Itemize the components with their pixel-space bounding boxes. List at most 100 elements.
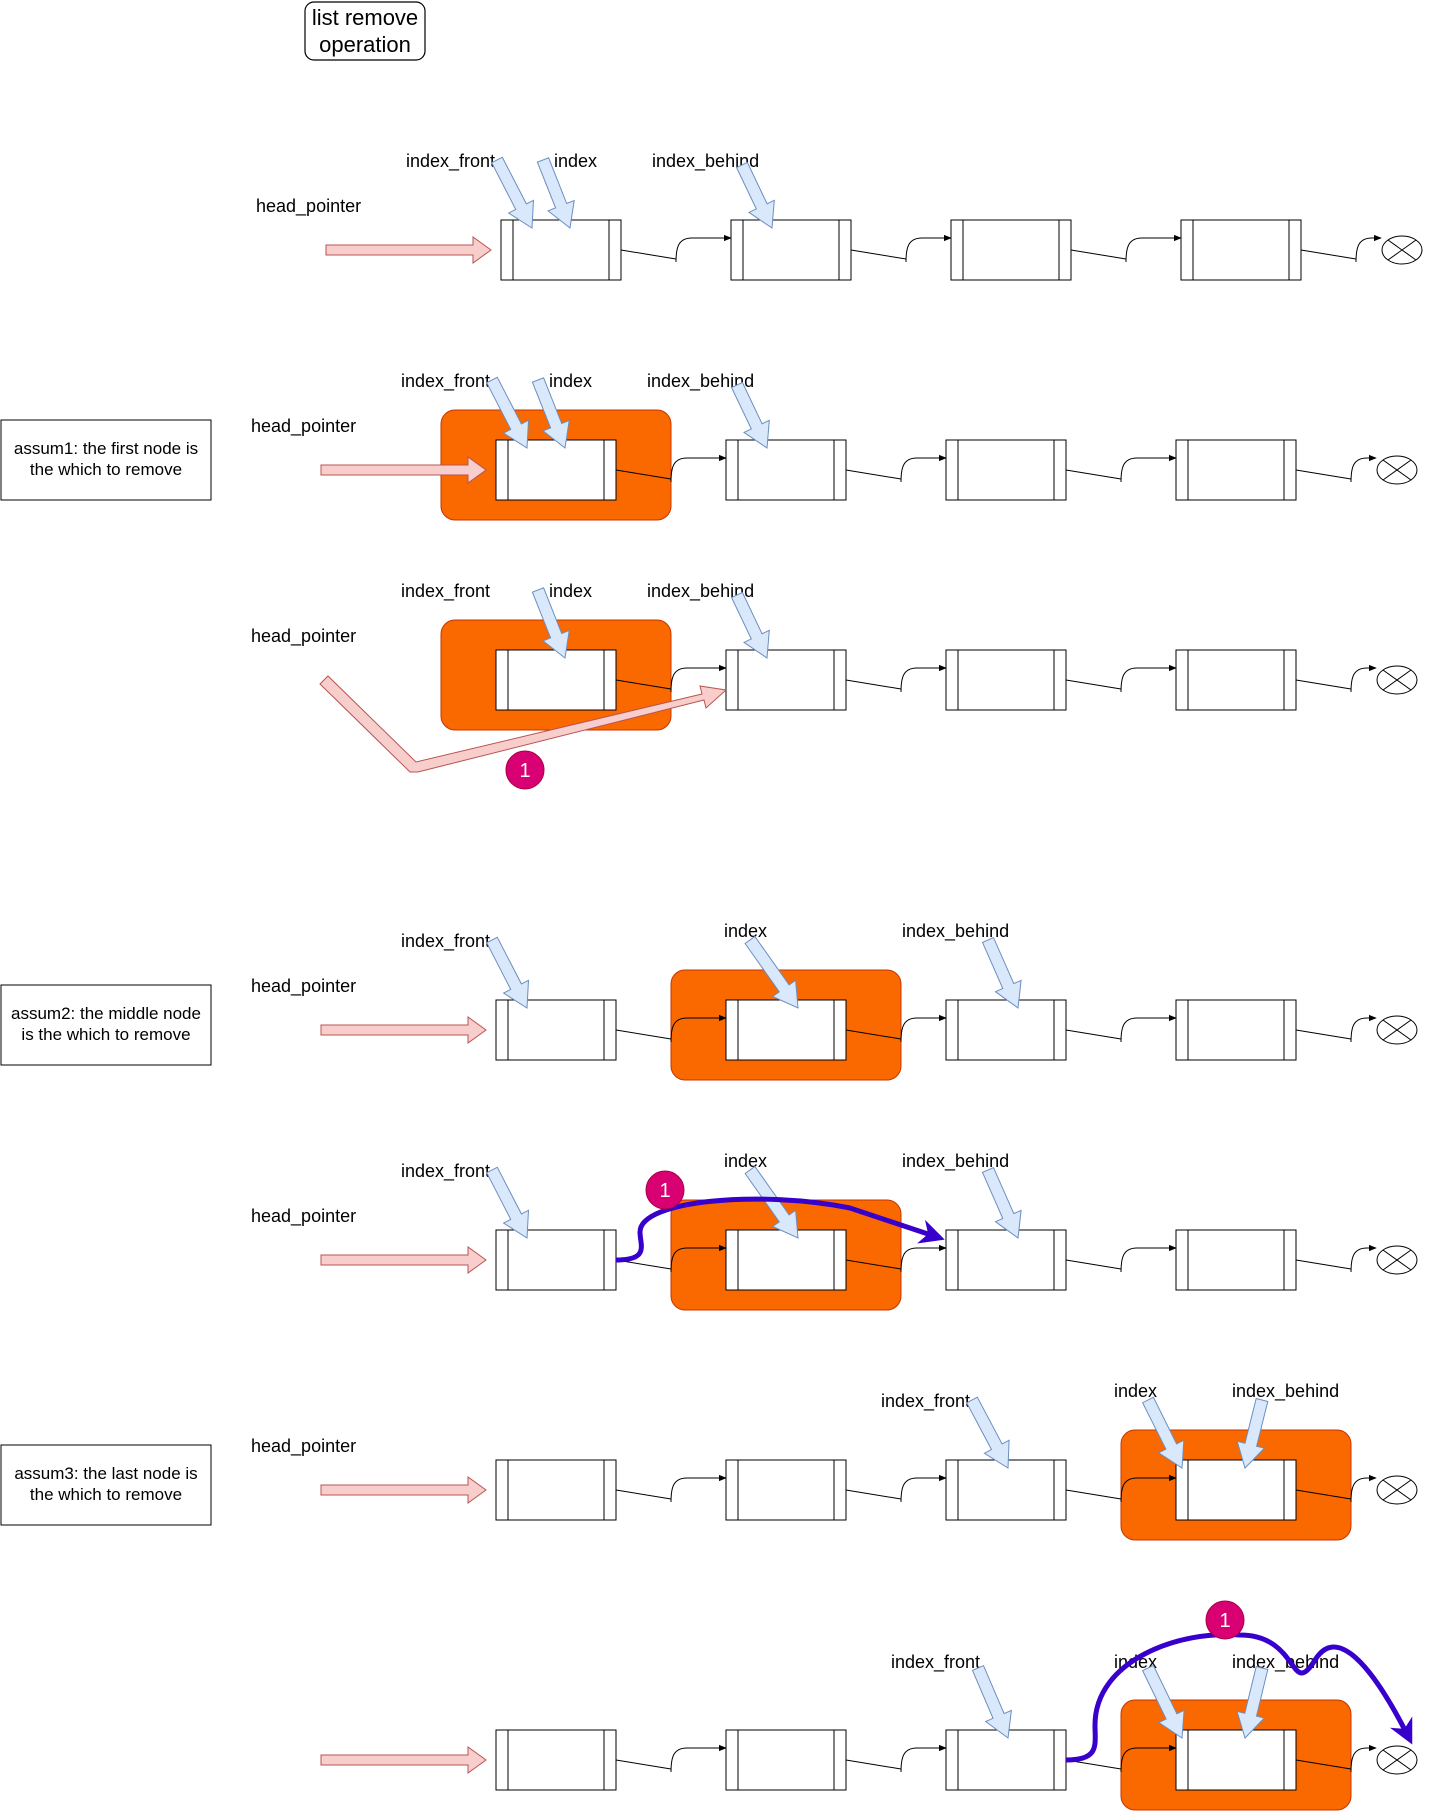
list-node — [1175, 1459, 1297, 1521]
step-badge-label: 1 — [519, 760, 530, 782]
list-node — [1175, 1229, 1297, 1291]
step-badge-label: 1 — [659, 1180, 670, 1202]
next-pointer — [1070, 234, 1182, 263]
list-node — [725, 999, 847, 1061]
next-pointer — [620, 234, 732, 263]
list-node — [730, 219, 852, 281]
index-arrow — [744, 1165, 799, 1239]
index-behind-label: index_behind — [647, 371, 754, 392]
assumption-line-2: the which to remove — [30, 1485, 182, 1504]
head-pointer-label: head_pointer — [251, 1436, 356, 1457]
next-pointer — [850, 234, 952, 263]
index-arrow — [536, 157, 575, 229]
list-node — [945, 1459, 1067, 1521]
next-pointer — [615, 664, 727, 693]
index-front-arrow — [486, 936, 530, 1009]
null-icon — [1381, 235, 1423, 265]
index-behind-label: index_behind — [902, 1151, 1009, 1172]
list-row: head_pointer index_front index index_behind… — [251, 1151, 1418, 1311]
head-pointer-arrow — [320, 1246, 487, 1274]
assumption-box: assum3: the last node is the which to rem… — [0, 1444, 212, 1526]
assumption-line-1: assum3: the last node is — [14, 1464, 197, 1483]
next-pointer — [1065, 1014, 1177, 1043]
next-pointer — [1295, 1474, 1377, 1503]
head-pointer-arrow — [320, 1016, 487, 1044]
index-arrow — [531, 587, 570, 659]
next-pointer — [845, 454, 947, 483]
head-pointer-label: head_pointer — [251, 626, 356, 647]
assumption-line-1: assum1: the first node is — [14, 439, 198, 458]
next-pointer — [1295, 1744, 1377, 1773]
list-node — [495, 439, 617, 501]
index-front-label: index_front — [401, 581, 490, 602]
next-pointer — [1065, 1244, 1177, 1273]
list-node — [1175, 649, 1297, 711]
index-behind-arrow — [1236, 1397, 1269, 1469]
null-icon — [1376, 1245, 1418, 1275]
null-icon — [1376, 1015, 1418, 1045]
index-front-arrow — [491, 156, 535, 229]
list-node — [495, 1729, 617, 1791]
next-pointer — [615, 1744, 727, 1773]
index-front-label: index_front — [881, 1391, 970, 1412]
list-node — [725, 1229, 847, 1291]
head-pointer-arrow — [320, 1476, 487, 1504]
next-pointer — [845, 1474, 947, 1503]
index-behind-label: index_behind — [902, 921, 1009, 942]
step-badge: 1 — [505, 750, 545, 790]
head-pointer-arrow — [325, 236, 492, 264]
assumption-line-2: the which to remove — [30, 460, 182, 479]
list-node — [725, 1729, 847, 1791]
head-pointer-label: head_pointer — [256, 196, 361, 217]
index-behind-label: index_behind — [652, 151, 759, 172]
next-pointer — [1295, 454, 1377, 483]
next-pointer — [1295, 664, 1377, 693]
list-node — [1180, 219, 1302, 281]
head-pointer-arrow — [320, 456, 487, 484]
list-node — [725, 439, 847, 501]
null-icon — [1376, 455, 1418, 485]
next-pointer — [615, 1474, 727, 1503]
title-line-1: list remove — [312, 5, 418, 30]
head-pointer-arrow — [320, 1746, 487, 1774]
list-node — [495, 1229, 617, 1291]
head-pointer-label: head_pointer — [251, 416, 356, 437]
next-pointer — [615, 454, 727, 483]
list-node — [945, 999, 1067, 1061]
index-behind-label: index_behind — [647, 581, 754, 602]
index-front-label: index_front — [401, 931, 490, 952]
list-node — [725, 649, 847, 711]
list-node — [1175, 999, 1297, 1061]
next-pointer — [845, 664, 947, 693]
index-front-arrow — [486, 1166, 530, 1239]
index-label: index — [724, 1151, 767, 1171]
head-pointer-label: head_pointer — [251, 976, 356, 997]
list-node — [500, 219, 622, 281]
index-label: index — [1114, 1381, 1157, 1401]
index-label: index — [724, 921, 767, 941]
assumption-line-1: assum2: the middle node — [11, 1004, 201, 1023]
list-node — [945, 1729, 1067, 1791]
list-node — [945, 649, 1067, 711]
index-behind-arrow — [981, 1166, 1022, 1239]
list-node — [495, 649, 617, 711]
relink-arrow — [1065, 1631, 1413, 1763]
index-front-label: index_front — [401, 1161, 490, 1182]
relink-arrow — [615, 1196, 945, 1263]
list-node — [945, 1229, 1067, 1291]
title-line-2: operation — [319, 32, 411, 57]
index-arrow — [1141, 1396, 1185, 1469]
list-node — [725, 1459, 847, 1521]
index-behind-arrow — [735, 161, 775, 229]
assumption-box: assum1: the first node is the which to re… — [0, 419, 212, 501]
next-pointer — [845, 1244, 947, 1273]
next-pointer — [1295, 1244, 1377, 1273]
head-pointer-label: head_pointer — [251, 1206, 356, 1227]
index-front-label: index_front — [401, 371, 490, 392]
index-behind-arrow — [981, 936, 1022, 1009]
index-front-arrow — [486, 376, 530, 449]
